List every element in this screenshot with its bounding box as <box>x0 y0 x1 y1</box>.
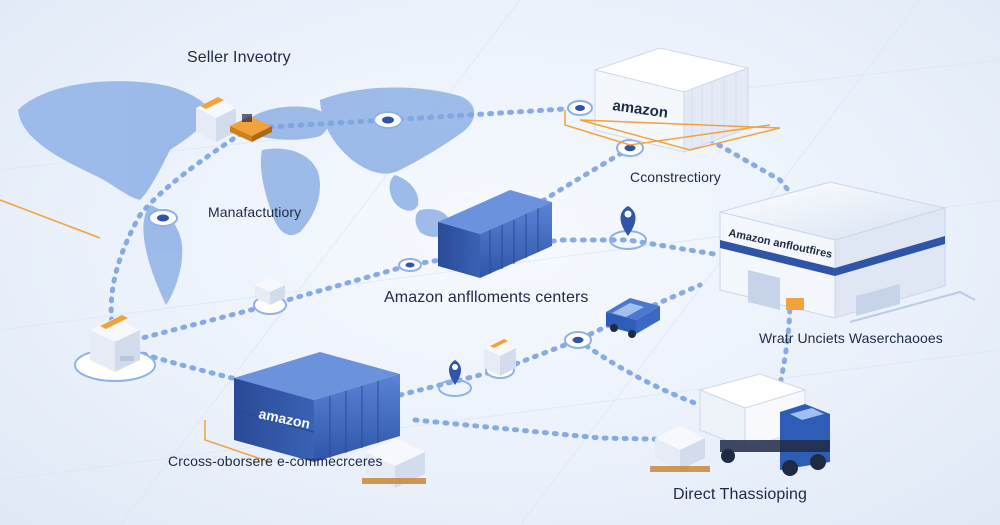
world-map-icon <box>18 81 475 305</box>
accent-lines <box>0 110 771 239</box>
package-box-icon <box>90 97 710 488</box>
label-fulfillment-centers: Amazon anflloments centers <box>384 289 589 306</box>
shipping-container-icon <box>438 190 552 278</box>
forklift-icon <box>230 114 272 142</box>
delivery-van-icon <box>606 298 660 338</box>
shipping-container-icon: amazon <box>204 352 400 463</box>
routes <box>108 105 803 443</box>
location-pin-icon <box>438 206 647 397</box>
label-manufactory: Manafactutiory <box>208 204 302 220</box>
label-direct-shipping: Direct Thassioping <box>673 486 808 503</box>
label-warehouses: Wratr Unciets Waserchaooes <box>759 330 943 346</box>
box-truck-icon <box>698 373 830 476</box>
shipping-container-icon: amazon <box>579 47 781 153</box>
label-constructory: Cconstrectiory <box>630 169 721 185</box>
label-cross-border: Crcoss-oborsere e-commecrceres <box>168 453 383 469</box>
label-seller-inventory: Seller Inveotry <box>187 49 291 66</box>
warehouse-icon: Amazon anfloutfires <box>719 181 976 323</box>
